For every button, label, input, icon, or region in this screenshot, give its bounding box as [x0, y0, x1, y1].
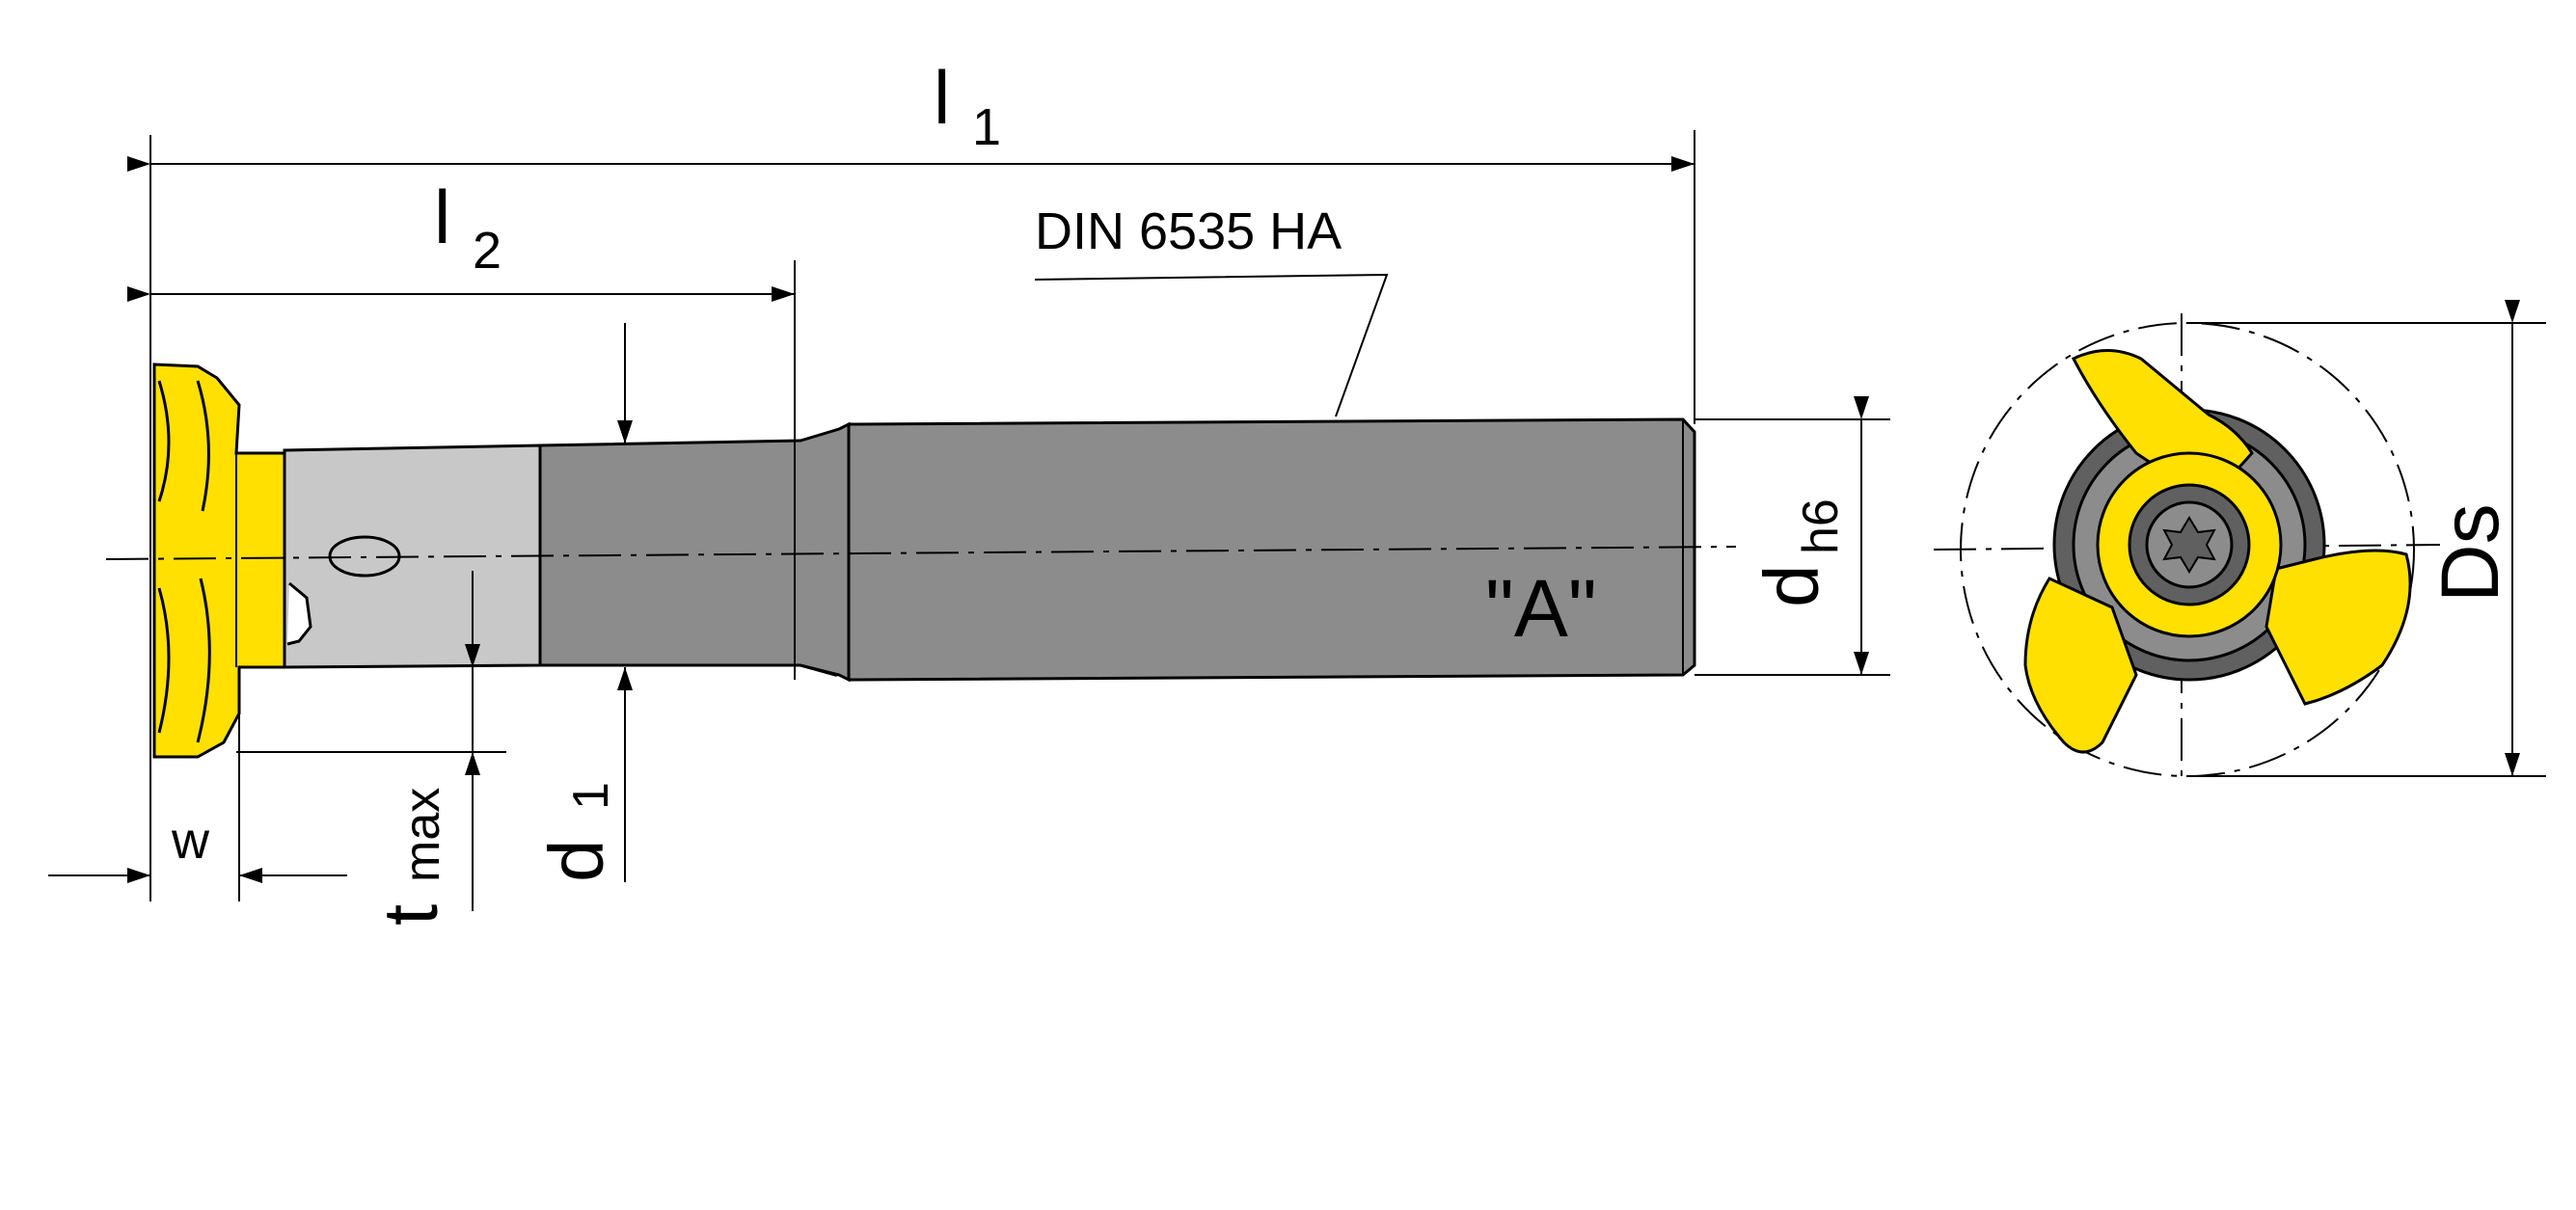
end-centerline-h	[1933, 544, 2441, 551]
tooth-left	[2023, 577, 2138, 754]
neck-dark	[538, 421, 851, 683]
l2-sub: 2	[473, 222, 502, 280]
cutter-tooth-1	[157, 380, 171, 502]
side-centerline	[105, 546, 1737, 560]
neck-notch	[286, 581, 312, 646]
w-label: w	[171, 812, 210, 870]
cutter-tooth-2	[196, 380, 210, 512]
d1-label: d	[533, 840, 619, 883]
end-view	[1933, 313, 2441, 781]
l2-label: l	[434, 175, 450, 259]
dh6-label: d	[1749, 565, 1834, 608]
l1-label: l	[934, 55, 950, 140]
tmax-sub: max	[394, 788, 450, 882]
side-view	[105, 260, 1737, 759]
view-a-label: "A"	[1485, 563, 1597, 654]
d1-sub: 1	[563, 782, 619, 810]
cutter-head	[152, 363, 286, 759]
ds-dimension: Ds	[2187, 300, 2546, 777]
dh6-sub: h6	[1793, 498, 1849, 554]
tooth-right	[2264, 549, 2412, 706]
tmax-label: t	[367, 904, 453, 926]
dimensions: l 1 l 2 DIN 6535 HA "A" d h6 d 1 t max	[48, 55, 1890, 926]
din-leader	[1034, 273, 1389, 417]
torx-screw-icon	[2162, 516, 2216, 574]
cutter-tooth-4	[196, 578, 211, 743]
ds-label: Ds	[2425, 503, 2515, 603]
din-label: DIN 6535 HA	[1035, 202, 1342, 260]
cutter-tooth-3	[157, 587, 171, 734]
l1-sub: 1	[972, 98, 1001, 156]
